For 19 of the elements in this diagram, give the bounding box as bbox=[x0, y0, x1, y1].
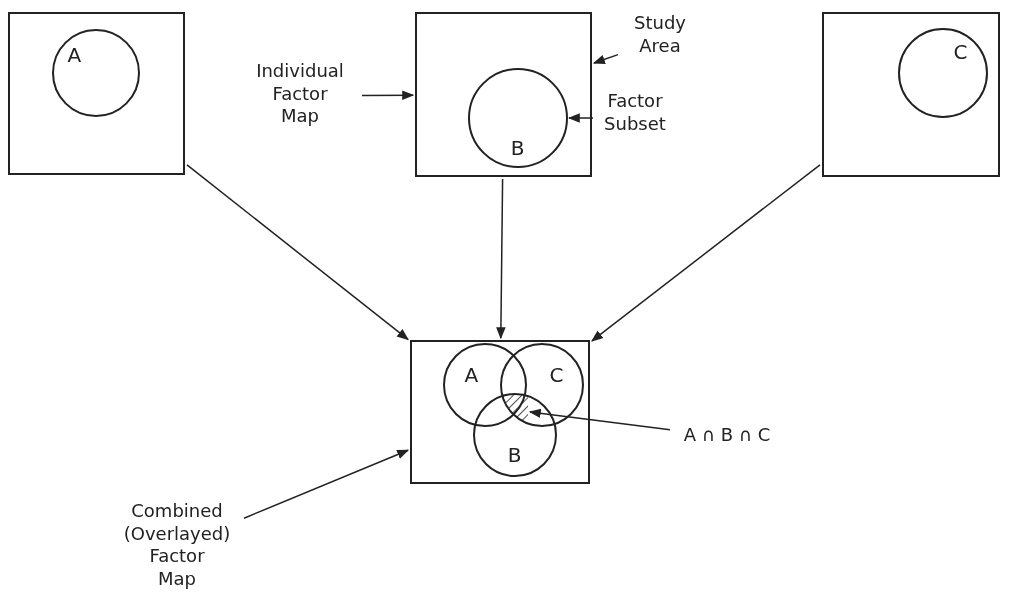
callout-text: Factor Subset bbox=[595, 90, 675, 146]
leader-line bbox=[243, 449, 410, 519]
leader-line bbox=[361, 90, 415, 101]
leader-line bbox=[528, 408, 671, 431]
map-frame bbox=[822, 12, 1000, 177]
factor-circle: A bbox=[51, 28, 140, 117]
factor-circle: C bbox=[897, 27, 988, 118]
callout-text: Individual Factor Map bbox=[240, 60, 360, 132]
arrow bbox=[496, 178, 506, 340]
callout-text: A ∩ B ∩ C bbox=[672, 424, 782, 450]
leader-line bbox=[592, 53, 619, 64]
callout-text: Combined (Overlayed) Factor Map bbox=[112, 500, 242, 592]
map-frame bbox=[415, 12, 592, 177]
arrow bbox=[591, 164, 821, 342]
map-frame bbox=[8, 12, 185, 175]
factor-circle: B bbox=[467, 67, 568, 168]
callout-text: Study Area bbox=[620, 12, 700, 68]
arrow bbox=[186, 164, 409, 341]
leader-line bbox=[567, 113, 594, 123]
